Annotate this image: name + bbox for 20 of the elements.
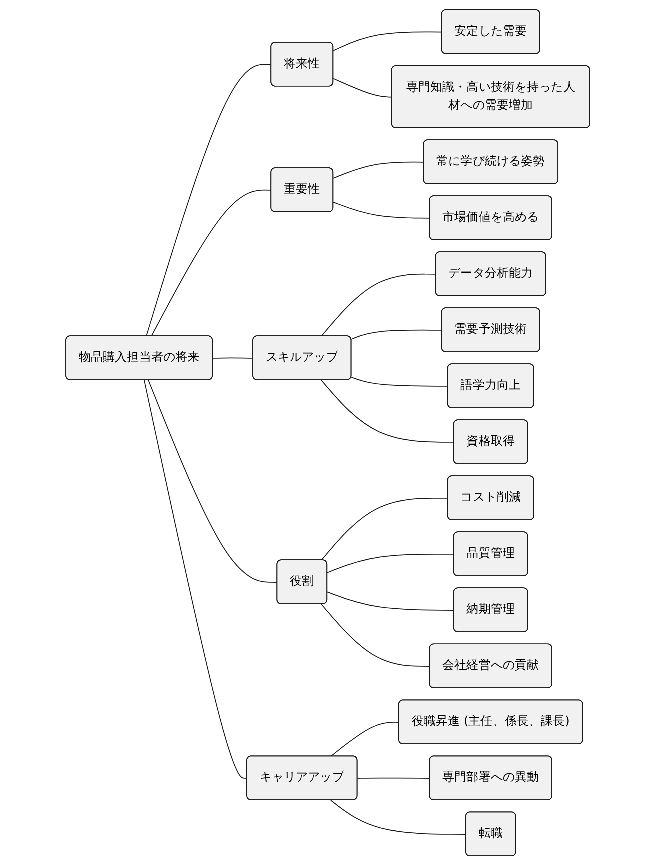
connector [212,357,254,358]
connector [327,591,455,610]
connector [333,202,431,218]
connector [327,553,455,573]
connector [146,64,272,336]
connector [330,722,400,756]
connector [151,189,272,336]
connector [333,31,443,51]
connector [144,380,248,778]
connector [148,380,278,582]
connector [330,800,467,834]
connector [351,329,443,340]
connector [357,777,431,778]
connector [321,497,449,560]
connector [321,273,437,336]
connector [333,161,424,178]
connector [321,604,431,666]
connector [351,376,449,386]
connector [321,380,455,442]
connector [333,78,393,98]
